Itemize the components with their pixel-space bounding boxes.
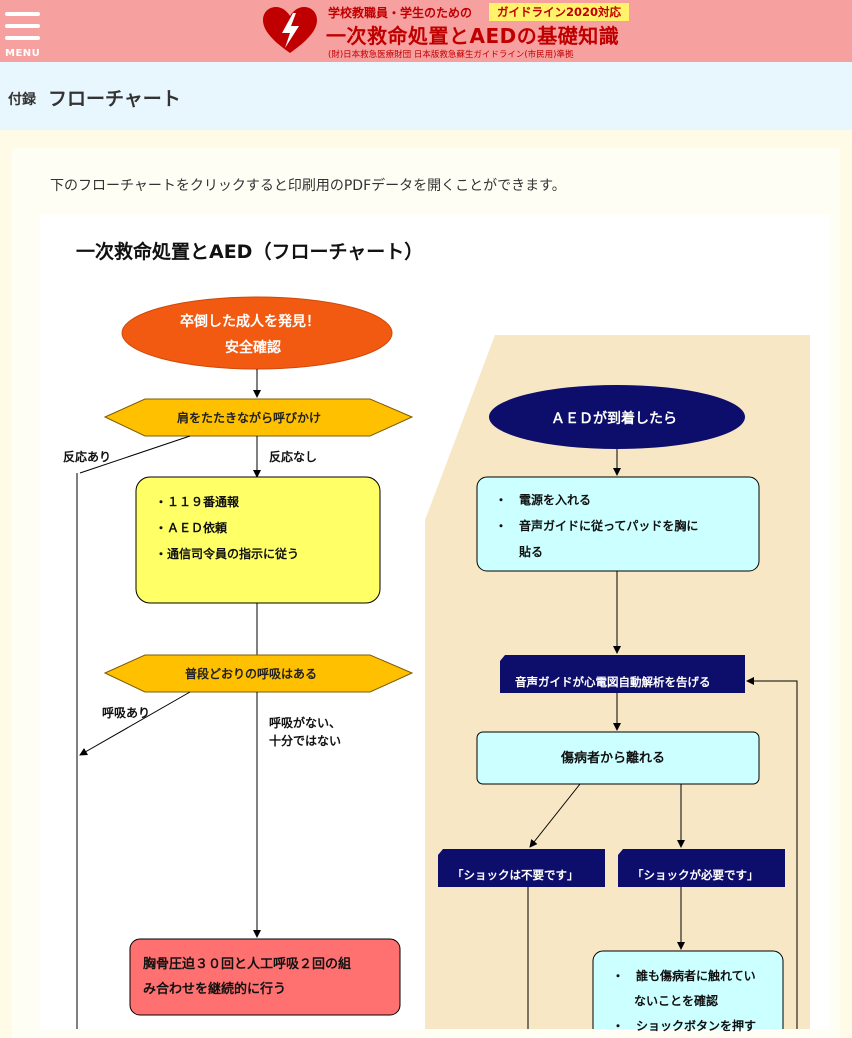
aed-arrival-text: ＡＥＤが到着したら	[551, 411, 677, 427]
cpr-line1: 胸骨圧迫３０回と人工呼吸２回の組	[143, 957, 352, 972]
shock-steps-line2: ないことを確認	[634, 994, 719, 1008]
site-organization: (財)日本救急医療財団 日本版救急蘇生ガイドライン(市民用)準拠	[328, 50, 574, 60]
breath-no-line1: 呼吸がない、	[269, 716, 342, 730]
actions1-line3: ・通信司令員の指示に従う	[155, 547, 300, 561]
shock-needed-text: 「ショックが必要です」	[632, 868, 759, 882]
page-title-bar: 付録 フローチャート	[0, 62, 852, 130]
aed-steps-box	[476, 476, 760, 572]
actions1-line2: ・ＡＥＤ依頼	[155, 521, 228, 535]
intro-text: 下のフローチャートをクリックすると印刷用のPDFデータを開くことができます。	[50, 178, 566, 194]
flowchart-image-link[interactable]: 一次救命処置とAED（フローチャート） 卒倒した成人を発見！ 安全確認 肩をたた…	[40, 215, 830, 1033]
analysis-banner	[500, 655, 745, 693]
shock-steps-box	[592, 950, 784, 1029]
diamond1-text: 肩をたたきながら呼びかけ	[177, 411, 322, 425]
shock-steps-line3: ・ ショックボタンを押す	[612, 1019, 757, 1033]
appendix-tag: 付録	[8, 92, 36, 108]
site-header: MENU 学校教職員・学生のための ガイドライン2020対応 一次救命処置とAE…	[0, 0, 852, 62]
start-oval	[121, 296, 393, 370]
flowchart-graphic	[76, 296, 810, 1029]
hamburger-icon	[5, 36, 40, 40]
response-yes-label: 反応あり	[63, 450, 112, 464]
shock-needed-banner	[618, 849, 785, 887]
actions1-line1: ・１１９番通報	[155, 495, 240, 509]
start-text-line2: 安全確認	[225, 340, 281, 356]
heart-lightning-icon[interactable]	[262, 7, 318, 55]
site-title[interactable]: 一次救命処置とAEDの基礎知識	[326, 24, 620, 48]
flowchart-title: 一次救命処置とAED（フローチャート）	[76, 241, 424, 263]
cpr-box	[129, 938, 401, 1016]
shock-steps-line1: ・ 誰も傷病者に触れてい	[612, 969, 756, 983]
guideline-badge: ガイドライン2020対応	[489, 3, 629, 21]
cpr-line2: み合わせを継続的に行う	[143, 982, 287, 997]
aed-steps-line2: ・ 音声ガイドに従ってパッドを胸に	[495, 519, 699, 533]
shock-not-needed-banner	[438, 849, 605, 887]
call-119-box	[135, 476, 381, 604]
hamburger-icon	[5, 12, 40, 16]
check-response-diamond	[103, 398, 414, 437]
aed-arrival-oval	[489, 385, 745, 449]
analysis-text: 音声ガイドが心電図自動解析を告げる	[515, 675, 711, 689]
breath-no-line2: 十分ではない	[269, 734, 342, 748]
page-title: フローチャート	[48, 88, 181, 110]
breath-yes-label: 呼吸あり	[102, 706, 151, 720]
menu-label: MENU	[5, 48, 41, 59]
logo-subtitle: 学校教職員・学生のための	[328, 6, 473, 20]
response-no-label: 反応なし	[269, 450, 318, 464]
menu-button[interactable]: MENU	[5, 10, 41, 60]
check-breathing-diamond	[103, 654, 414, 693]
diamond2-text: 普段どおりの呼吸はある	[185, 667, 318, 681]
step-away-box	[476, 731, 760, 785]
hamburger-icon	[5, 24, 40, 28]
start-text-line1: 卒倒した成人を発見！	[180, 314, 320, 330]
aed-steps-line1: ・ 電源を入れる	[495, 493, 592, 507]
aed-steps-line3: 貼る	[519, 545, 544, 559]
shock-not-needed-text: 「ショックは不要です」	[452, 868, 579, 882]
step-away-text: 傷病者から離れる	[561, 751, 666, 766]
